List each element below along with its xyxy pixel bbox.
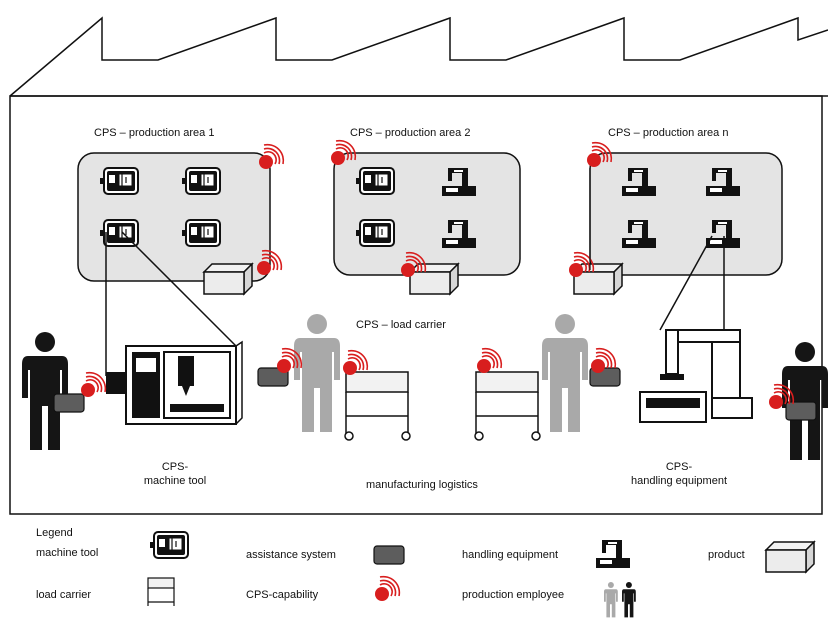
load-carrier-trolley bbox=[474, 371, 541, 441]
production-employee-gray bbox=[294, 314, 340, 432]
production-area-n bbox=[589, 152, 783, 276]
legend-assistance-system-icon bbox=[373, 545, 405, 565]
cps-machine-tool bbox=[106, 340, 243, 425]
legend-cps-capability: CPS-capability bbox=[246, 589, 319, 601]
legend-handling-equipment: handling equipment bbox=[462, 549, 559, 561]
product-icon bbox=[409, 263, 459, 295]
logistics-label: manufacturing logistics bbox=[366, 479, 478, 491]
area-n-title: CPS – production area n bbox=[608, 127, 729, 139]
handling-label-line2: handling equipment bbox=[630, 475, 728, 487]
legend-assistance-system: assistance system bbox=[246, 549, 336, 561]
legend-production-employee: production employee bbox=[462, 589, 565, 601]
product-icon bbox=[203, 263, 253, 295]
assistance-system-icon bbox=[53, 393, 85, 413]
load-carrier-trolley bbox=[344, 371, 411, 441]
legend-product: product bbox=[708, 549, 745, 561]
factory-roof bbox=[9, 16, 828, 97]
load-carrier-title: CPS – load carrier bbox=[356, 319, 446, 331]
machine-tool-icon bbox=[181, 219, 221, 247]
handling-label: CPS- handling equipment bbox=[614, 460, 744, 488]
machine-tool-icon bbox=[181, 167, 221, 195]
legend-load-carrier: load carrier bbox=[36, 589, 92, 601]
assistance-system-icon bbox=[257, 367, 289, 387]
legend-cps-capability-icon bbox=[374, 575, 401, 602]
factory-hall bbox=[9, 95, 823, 515]
cps-handling-equipment bbox=[639, 329, 753, 423]
legend-handling-equipment-icon bbox=[596, 540, 630, 568]
connector-line bbox=[659, 235, 713, 331]
cps-capability-icon bbox=[258, 143, 285, 170]
machine-tool-icon bbox=[355, 167, 395, 195]
machine-tool-icon bbox=[355, 219, 395, 247]
area-2-title: CPS – production area 2 bbox=[350, 127, 471, 139]
legend-title: Legend bbox=[36, 527, 73, 539]
legend-load-carrier-icon bbox=[147, 577, 175, 606]
handling-label-line1: CPS- bbox=[665, 461, 693, 473]
area-1-title: CPS – production area 1 bbox=[94, 127, 215, 139]
machine-tool-icon bbox=[99, 167, 139, 195]
production-employee-dark bbox=[22, 332, 68, 450]
cps-capability-icon bbox=[80, 371, 107, 398]
machine-tool-label: CPS- machine tool bbox=[130, 460, 220, 488]
assistance-system-icon bbox=[785, 401, 817, 421]
connector-line bbox=[121, 231, 237, 347]
legend-production-employee-icon bbox=[604, 582, 636, 618]
machine-tool-label-line1: CPS- bbox=[161, 461, 189, 473]
machine-tool-label-line2: machine tool bbox=[143, 475, 207, 487]
production-employee-gray bbox=[542, 314, 588, 432]
legend-machine-tool-icon bbox=[149, 531, 189, 559]
cps-capability-icon bbox=[476, 347, 503, 374]
legend-product-icon bbox=[765, 541, 815, 573]
legend-machine-tool: machine tool bbox=[36, 547, 99, 559]
